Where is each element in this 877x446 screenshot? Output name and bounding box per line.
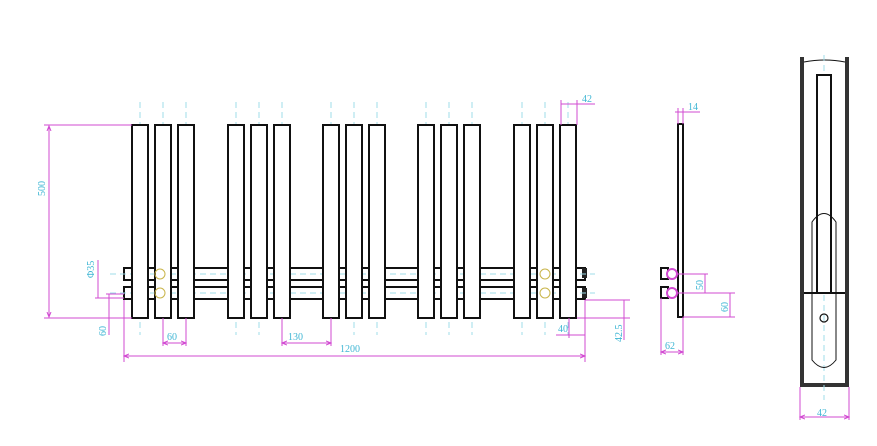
vertical-tube bbox=[322, 124, 340, 319]
section-tube bbox=[816, 74, 832, 294]
pipe-fittings bbox=[154, 268, 551, 299]
side-view: 14 50 60 62 bbox=[660, 102, 735, 355]
dim-bottom-pipe-offset: 42.5 bbox=[577, 299, 630, 343]
valve-cap-upper bbox=[582, 268, 587, 278]
dim-height-label: 500 bbox=[37, 181, 48, 196]
dim-right-offset: 40 bbox=[556, 318, 585, 338]
vertical-tube bbox=[273, 124, 291, 319]
vertical-tube bbox=[463, 124, 481, 319]
dim-total-width: 1200 bbox=[124, 300, 585, 362]
section-view: 42 bbox=[800, 55, 849, 420]
dim-pipe-spacing: 50 bbox=[678, 273, 735, 294]
dim-right-offset-label: 40 bbox=[558, 324, 568, 335]
dim-panel-thickness-label: 14 bbox=[688, 102, 698, 113]
dim-group-gap: 130 bbox=[282, 318, 331, 346]
dim-height: 500 bbox=[37, 124, 132, 319]
dim-tube-width-label: 42 bbox=[582, 94, 592, 105]
dim-section-width: 42 bbox=[800, 387, 849, 420]
vertical-tube bbox=[513, 124, 531, 319]
vertical-tube bbox=[368, 124, 386, 319]
dim-section-width-label: 42 bbox=[817, 408, 827, 419]
dim-group-gap-label: 130 bbox=[288, 332, 303, 343]
vertical-tube bbox=[177, 124, 195, 319]
vertical-tube bbox=[559, 124, 577, 319]
dim-pipe-height: 60 bbox=[683, 293, 735, 318]
dim-bottom-offset: 60 bbox=[98, 293, 124, 336]
dim-pipe-spacing-label: 50 bbox=[695, 280, 706, 290]
front-view: 500 Φ35 60 60 130 bbox=[37, 94, 630, 362]
vertical-tube bbox=[250, 124, 268, 319]
vertical-tube bbox=[536, 124, 554, 319]
section-wall-right bbox=[845, 57, 849, 387]
vertical-tube bbox=[417, 124, 435, 319]
vertical-tube bbox=[440, 124, 458, 319]
dim-tube-pitch-label: 60 bbox=[167, 332, 177, 343]
dim-pipe-height-label: 60 bbox=[720, 302, 731, 312]
dim-tube-width: 42 bbox=[560, 94, 595, 125]
dim-pipe-diameter: Φ35 bbox=[86, 260, 124, 299]
vertical-tube bbox=[227, 124, 245, 319]
vertical-tube bbox=[131, 124, 149, 319]
dim-bottom-offset-label: 60 bbox=[98, 326, 109, 336]
vertical-tubes bbox=[131, 124, 577, 319]
dim-tube-pitch: 60 bbox=[163, 318, 186, 346]
side-panel bbox=[677, 123, 684, 318]
dim-depth: 62 bbox=[661, 298, 683, 355]
section-wall-left bbox=[800, 57, 804, 387]
dim-pipe-diameter-label: Φ35 bbox=[86, 261, 97, 278]
dim-bottom-pipe-offset-label: 42.5 bbox=[614, 325, 625, 343]
dim-panel-thickness: 14 bbox=[675, 102, 700, 124]
vertical-tube bbox=[345, 124, 363, 319]
dim-depth-label: 62 bbox=[665, 341, 675, 352]
dim-total-width-label: 1200 bbox=[340, 344, 360, 355]
